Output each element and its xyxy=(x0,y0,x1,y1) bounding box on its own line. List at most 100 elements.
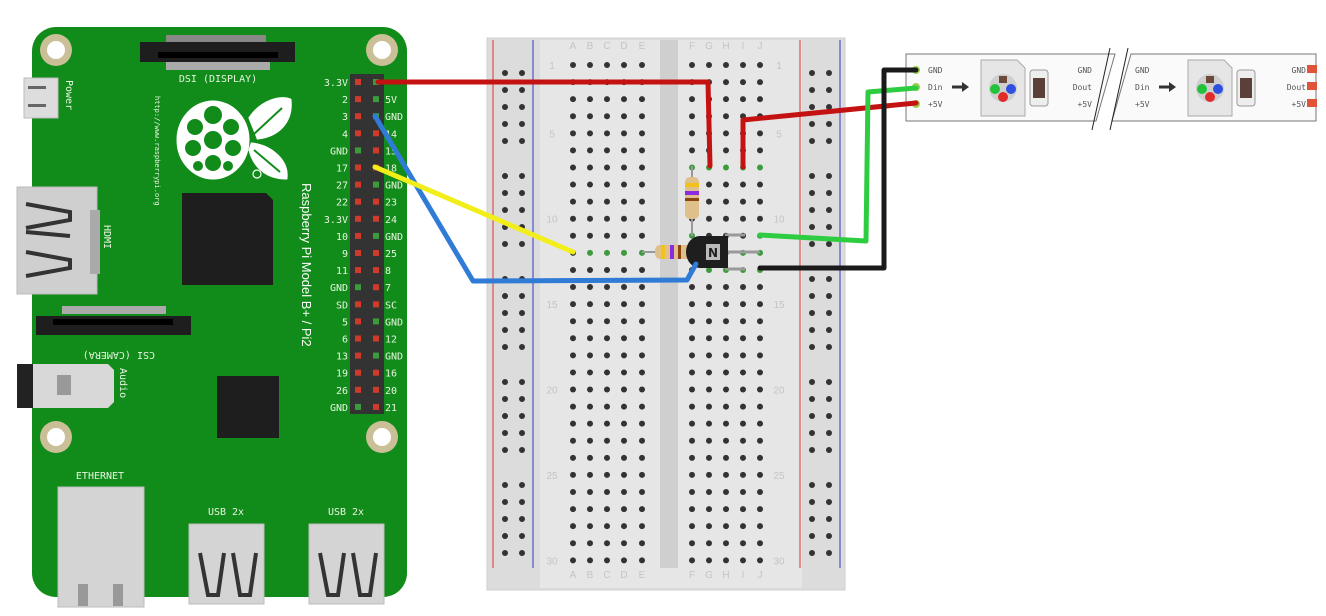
breadboard-hole xyxy=(740,523,746,530)
breadboard-hole xyxy=(570,335,576,342)
breadboard-hole xyxy=(706,506,712,513)
row-number-label: 20 xyxy=(773,386,785,397)
rail-hole xyxy=(826,533,832,539)
5v-strip-wire[interactable] xyxy=(740,100,919,170)
rail-hole xyxy=(809,121,815,127)
led-green xyxy=(1197,84,1207,94)
breadboard-hole xyxy=(689,301,695,308)
breadboard-hole xyxy=(689,506,695,513)
breadboard-hole xyxy=(570,96,576,103)
breadboard-hole xyxy=(621,232,627,239)
breadboard-hole xyxy=(587,454,593,461)
breadboard-hole xyxy=(587,164,593,171)
breadboard-hole xyxy=(604,489,610,495)
breadboard-hole xyxy=(587,335,593,342)
strip-pin-label: GND xyxy=(928,66,943,75)
breadboard-hole xyxy=(723,62,729,68)
gpio-pin xyxy=(355,198,361,205)
breadboard-hole xyxy=(639,301,645,308)
row-number-label: 15 xyxy=(773,300,785,311)
breadboard-hole xyxy=(604,437,610,444)
breadboard-hole xyxy=(587,369,593,376)
gpio-label-left: SD xyxy=(336,300,348,311)
breadboard-hole xyxy=(740,386,746,393)
rail-hole xyxy=(502,413,508,419)
breadboard-hole xyxy=(740,96,746,103)
gpio-pin xyxy=(355,267,361,274)
breadboard-hole xyxy=(621,318,627,325)
breadboard-hole xyxy=(621,352,627,359)
breadboard-hole xyxy=(723,489,729,495)
power-connector: Power xyxy=(23,77,74,119)
breadboard-hole xyxy=(570,489,576,495)
gpio-label-right: GND xyxy=(385,352,403,363)
breadboard-hole xyxy=(587,386,593,393)
breadboard-hole xyxy=(689,284,695,291)
arrow-icon xyxy=(962,82,969,92)
breadboard-hole xyxy=(757,164,763,171)
breadboard-hole xyxy=(621,181,627,188)
gpio-pin xyxy=(373,369,379,376)
gpio-pin xyxy=(373,301,379,308)
breadboard-hole xyxy=(604,403,610,410)
breadboard-hole xyxy=(740,454,746,461)
column-label: H xyxy=(722,570,729,581)
gpio-label-right: 8 xyxy=(385,266,391,277)
row-number-label: 10 xyxy=(773,215,785,226)
gpio17-wire[interactable] xyxy=(372,164,576,255)
ground-strip-wire[interactable] xyxy=(757,67,919,271)
breadboard-hole xyxy=(757,557,763,564)
transistor-mark: N xyxy=(708,246,718,260)
rail-hole xyxy=(502,138,508,144)
gnd-pi-wire[interactable] xyxy=(372,113,699,284)
breadboard-hole xyxy=(570,352,576,359)
breadboard-hole xyxy=(740,352,746,359)
breadboard-hole xyxy=(757,318,763,325)
gpio-pin xyxy=(355,301,361,308)
breadboard-hole xyxy=(723,557,729,564)
gpio-label-left: 5 xyxy=(342,317,348,328)
breadboard-hole xyxy=(689,369,695,376)
rail-hole xyxy=(826,173,832,179)
breadboard-hole xyxy=(621,301,627,308)
strip-pin-label: GND xyxy=(1292,66,1307,75)
gpio-pin xyxy=(373,250,379,256)
breadboard-hole xyxy=(621,249,627,256)
breadboard-hole xyxy=(740,301,746,308)
breadboard-hole xyxy=(570,403,576,410)
rail-hole xyxy=(826,207,832,213)
rail-hole xyxy=(826,344,832,350)
rail-hole xyxy=(809,482,815,488)
breadboard-hole xyxy=(570,471,576,478)
rail-hole xyxy=(502,533,508,539)
gpio-pin xyxy=(355,215,361,222)
breadboard-hole xyxy=(689,454,695,461)
breadboard-hole xyxy=(621,113,627,120)
breadboard-hole xyxy=(621,147,627,154)
breadboard-hole xyxy=(723,420,729,427)
gpio-pin xyxy=(373,267,379,274)
3v3-wire[interactable] xyxy=(375,79,713,169)
rail-hole xyxy=(519,550,525,556)
data-wire[interactable] xyxy=(757,85,919,244)
breadboard-hole xyxy=(757,540,763,547)
rail-hole xyxy=(519,482,525,488)
rail-hole xyxy=(826,104,832,110)
led-lens xyxy=(989,74,1017,102)
breadboard-hole xyxy=(587,506,593,513)
rail-hole xyxy=(809,190,815,196)
strip-pin-label: +5V xyxy=(1292,100,1307,109)
breadboard-hole xyxy=(604,147,610,154)
gpio-label-left: 3.3V xyxy=(324,78,348,89)
led-red xyxy=(998,92,1008,102)
breadboard-hole xyxy=(587,523,593,530)
strip-pad xyxy=(1307,65,1317,73)
breadboard-hole xyxy=(639,420,645,427)
breadboard-hole xyxy=(639,96,645,103)
breadboard-hole xyxy=(621,335,627,342)
ethernet-port: ETHERNET xyxy=(57,471,145,608)
usb-controller-chip xyxy=(217,376,279,438)
breadboard-hole xyxy=(757,454,763,461)
breadboard-hole xyxy=(570,198,576,205)
dsi-label: DSI (DISPLAY) xyxy=(179,74,257,85)
